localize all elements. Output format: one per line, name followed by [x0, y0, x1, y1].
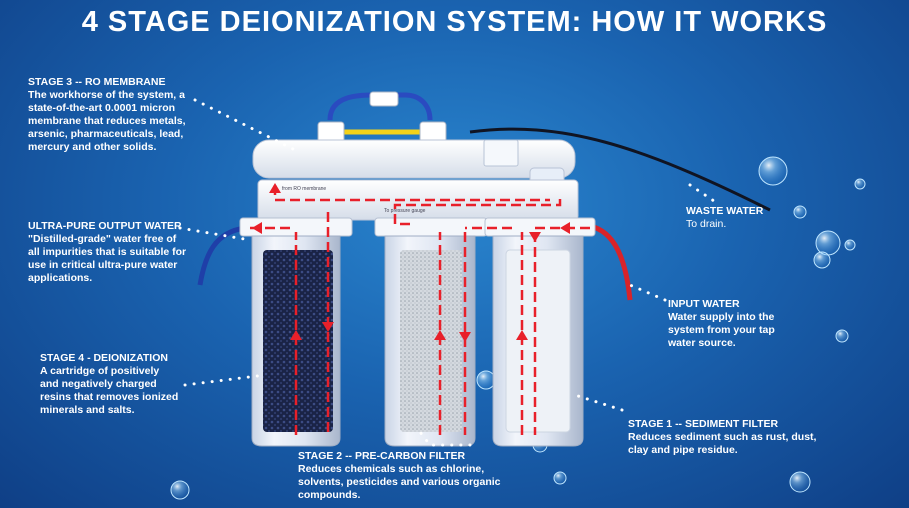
input-description: Water supply into the system from your t… [668, 311, 775, 349]
stage3-heading: STAGE 3 -- RO MEMBRANE [28, 76, 166, 88]
stage3-callout: STAGE 3 -- RO MEMBRANE The workhorse of … [28, 76, 196, 154]
sediment-cartridge [505, 249, 571, 433]
input-heading: INPUT WATER [668, 298, 740, 310]
top-fittings [317, 91, 447, 143]
waste-description: To drain. [686, 218, 727, 230]
filter-housings [251, 235, 584, 447]
output-description: "Distilled-grade" water free of all impu… [28, 233, 187, 284]
output-tube [197, 225, 246, 286]
stage4-callout: STAGE 4 - DEIONIZATION A cartridge of po… [40, 352, 180, 417]
waste-callout: WASTE WATER To drain. [686, 205, 786, 231]
decorative-bubbles [170, 156, 866, 500]
waste-heading: WASTE WATER [686, 205, 764, 217]
stage2-description: Reduces chemicals such as chlorine, solv… [298, 463, 501, 501]
stage4-heading: STAGE 4 - DEIONIZATION [40, 352, 168, 364]
carbon-cartridge [400, 250, 462, 432]
from-ro-label: from RO membrane [282, 186, 326, 192]
input-callout: INPUT WATER Water supply into the system… [668, 298, 793, 350]
stage1-description: Reduces sediment such as rust, dust, cla… [628, 431, 817, 456]
stage4-description: A cartridge of positively and negatively… [40, 365, 179, 416]
to-gauge-label: To pressure gauge [384, 208, 426, 214]
stage1-callout: STAGE 1 -- SEDIMENT FILTER Reduces sedim… [628, 418, 838, 457]
deionization-cartridge [263, 250, 333, 432]
stage2-heading: STAGE 2 -- PRE-CARBON FILTER [298, 450, 466, 462]
output-heading: ULTRA-PURE OUTPUT WATER [28, 220, 182, 232]
leader-lines [178, 98, 722, 447]
ro-membrane-housing: from RO membrane To pressure gauge [252, 139, 579, 221]
stage3-description: The workhorse of the system, a state-of-… [28, 89, 186, 153]
diagram-title: 4 STAGE DEIONIZATION SYSTEM: HOW IT WORK… [81, 6, 828, 38]
output-callout: ULTRA-PURE OUTPUT WATER "Distilled-grade… [28, 220, 188, 285]
flow-arrowheads [252, 183, 570, 342]
stage1-heading: STAGE 1 -- SEDIMENT FILTER [628, 418, 779, 430]
stage2-callout: STAGE 2 -- PRE-CARBON FILTER Reduces che… [298, 450, 513, 502]
